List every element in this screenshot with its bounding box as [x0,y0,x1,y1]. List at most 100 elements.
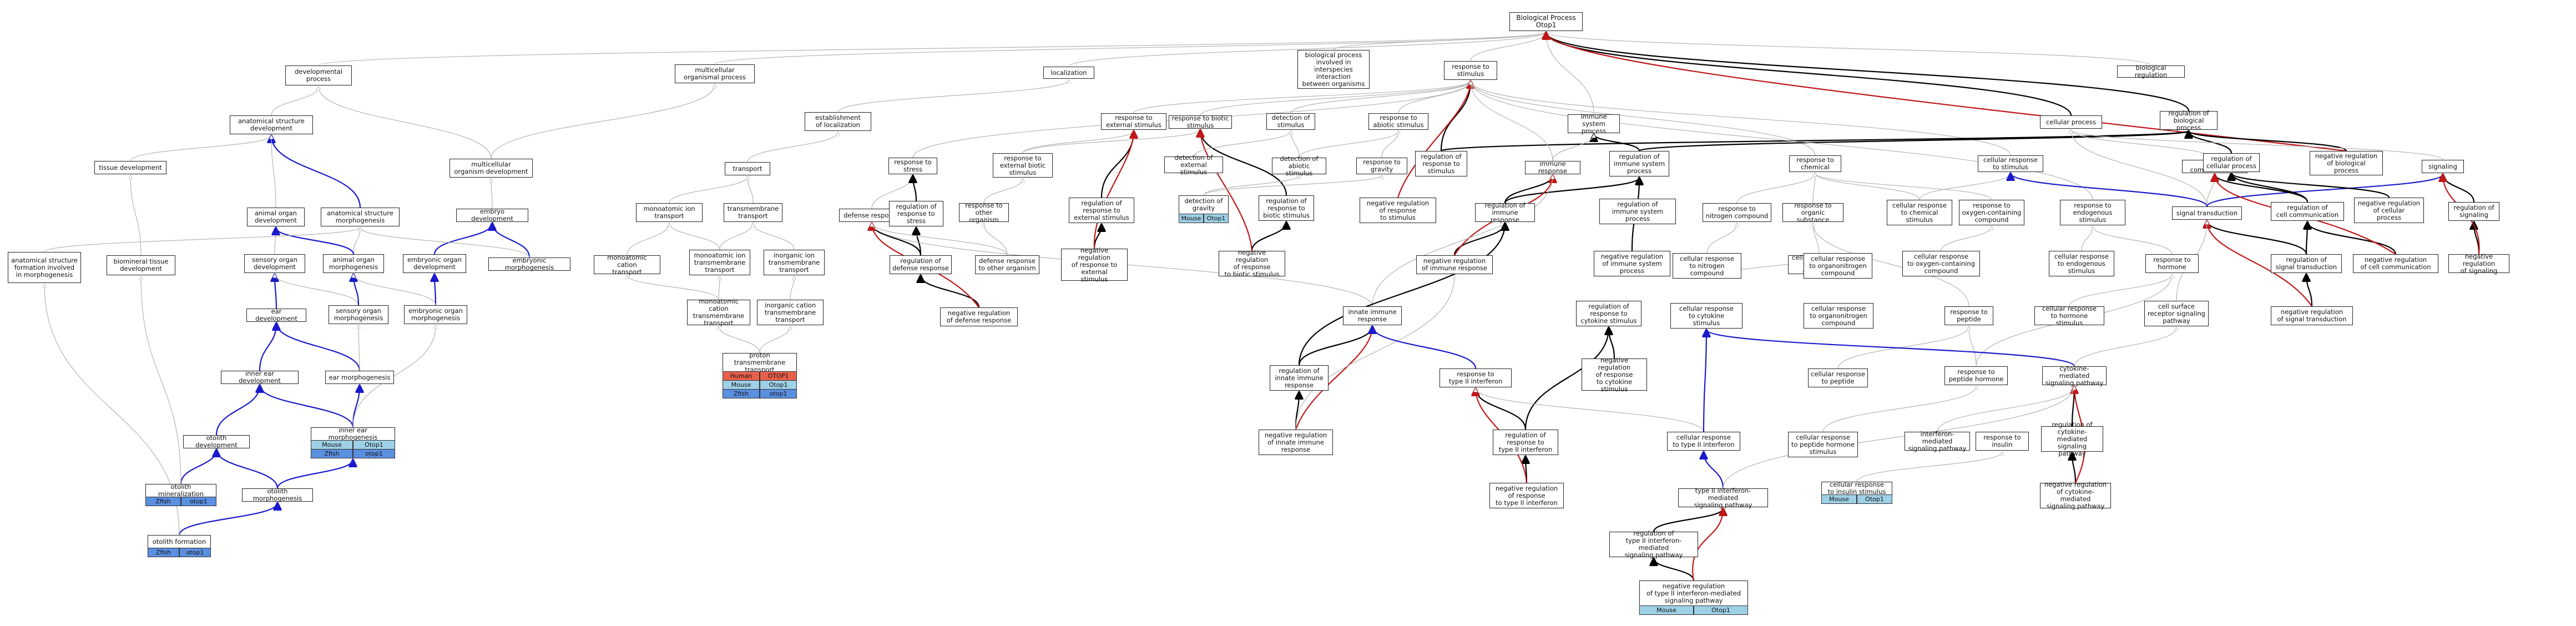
go-term-node-moitt[interactable]: monoatomic ion transmembrane transport [689,250,750,275]
go-term-node-rortbs[interactable]: regulation of response to biotic stimulu… [1259,195,1314,221]
go-term-node-nrot2ifnsp[interactable]: negative regulation of type II interfero… [1639,580,1748,606]
go-term-node-nror2ifn[interactable]: negative regulation of response to type … [1489,483,1564,508]
go-term-node-rtos[interactable]: response to organic substance [1782,201,1843,223]
go-term-node-estloc[interactable]: establishment of localization [805,112,871,131]
go-term-node-earMorph[interactable]: ear morphogenesis [325,371,394,384]
go-term-node-nroiir[interactable]: negative regulation of innate immune res… [1259,430,1333,455]
go-term-node-crtis[interactable]: cellular response to insulin stimulus [1821,481,1892,496]
go-term-node-nrortbs[interactable]: negative regulation of response to bioti… [1219,249,1285,278]
go-term-node-crt2ifn[interactable]: cellular response to type II interferon [1667,432,1740,451]
go-term-node-crtes[interactable]: cellular response to endogenous stimulus [2049,251,2114,276]
go-term-node-signaling[interactable]: signaling [2422,160,2464,173]
go-term-node-astm[interactable]: anatomical structure formation involved … [8,252,81,283]
go-term-node-ptt[interactable]: proton transmembrane transport [723,351,797,373]
go-term-node-dos[interactable]: detection of stimulus [1266,113,1315,130]
go-term-node-nrortes[interactable]: negative regulation of response to exter… [1061,246,1128,282]
go-term-node-crtcs[interactable]: cellular response to chemical stimulus [1887,200,1952,225]
go-term-node-bp[interactable]: Biological Process Otop1 [1509,12,1583,31]
go-term-node-doas[interactable]: detection of abiotic stimulus [1272,155,1326,176]
go-term-node-ror2ifn[interactable]: regulation of response to type II interf… [1493,430,1558,455]
go-term-node-t2ifnsp[interactable]: type II interferon-mediated signaling pa… [1678,487,1768,508]
go-term-node-dev[interactable]: developmental process [285,65,352,85]
go-term-node-mctt[interactable]: monoatomic cation transmembrane transpor… [687,298,750,327]
go-term-node-otomin[interactable]: otolith mineralization [145,483,216,498]
go-term-node-ir[interactable]: immune response [1525,160,1580,175]
go-term-node-rost[interactable]: regulation of signal transduction [2271,254,2342,273]
go-term-node-roisp[interactable]: regulation of immune system process [1609,151,1669,176]
go-term-node-rot2ifnsp[interactable]: regulation of type II interferon-mediate… [1609,530,1698,559]
go-term-node-nrorcs[interactable]: negative regulation of response to cytok… [1582,356,1647,392]
go-term-node-mct[interactable]: monoatomic cation transport [594,254,660,275]
go-term-node-crths[interactable]: cellular response to hormone stimulus [2034,305,2104,326]
go-term-node-rocmsp[interactable]: regulation of cytokine-mediated signalin… [2041,421,2103,457]
go-term-node-loc[interactable]: localization [1043,67,1094,79]
go-term-node-crtonc[interactable]: cellular response to organonitrogen comp… [1804,253,1872,279]
go-term-node-ied[interactable]: inner ear development [221,370,299,385]
go-term-node-crtcytos[interactable]: cellular response to cytokine stimulus [1670,303,1742,329]
go-term-node-rorts[interactable]: regulation of response to stimulus [1415,151,1467,176]
go-term-node-csrsp[interactable]: cell surface receptor signaling pathway [2144,301,2209,326]
go-term-node-rthormone[interactable]: response to hormone [2145,254,2199,273]
go-term-node-btd[interactable]: biomineral tissue development [107,255,175,275]
go-term-node-crtpeptide[interactable]: cellular response to peptide [1808,368,1868,387]
go-term-node-otodev[interactable]: otolith development [183,435,250,449]
go-term-node-earDev[interactable]: ear development [246,308,306,322]
go-term-node-nrocc[interactable]: negative regulation of cell communicatio… [2353,254,2438,273]
go-term-node-ictt[interactable]: inorganic cation transmembrane transport [757,300,824,325]
go-term-node-rts[interactable]: response to stimulus [1444,61,1497,80]
go-term-node-embdev[interactable]: embryo development [456,208,528,223]
go-term-node-crtnc[interactable]: cellular response to nitrogen compound [1673,253,1741,279]
go-term-node-rtendo[interactable]: response to endogenous stimulus [2060,200,2125,225]
go-term-node-imsp[interactable]: interferon-mediated signaling pathway [1905,430,1970,452]
go-term-node-rtnc[interactable]: response to nitrogen compound [1703,203,1771,222]
go-term-node-iitt[interactable]: inorganic ion transmembrane transport [764,250,825,275]
go-term-node-nrost[interactable]: negative regulation of signal transducti… [2271,306,2353,325]
go-term-node-rorcs[interactable]: regulation of response to cytokine stimu… [1576,301,1641,326]
go-term-node-st[interactable]: signal transduction [2172,206,2242,220]
go-term-node-rteb[interactable]: response to external biotic stimulus [993,153,1053,178]
go-term-node-aom[interactable]: animal organ morphogenesis [323,254,384,273]
go-term-node-rorstress[interactable]: regulation of response to stress [889,201,943,226]
go-term-node-rtph[interactable]: response to peptide hormone [1944,366,2008,385]
go-term-node-monotrans[interactable]: monoatomic ion transport [636,203,703,222]
go-term-node-rtas[interactable]: response to abiotic stimulus [1368,113,1428,130]
go-term-node-otomorph[interactable]: otolith morphogenesis [242,488,313,502]
go-term-node-rtoo[interactable]: response to other organism [959,201,1009,223]
go-term-node-rtbs[interactable]: response to biotic stimulus [1169,115,1232,129]
go-term-node-crtonc2[interactable]: cellular response to organonitrogen comp… [1804,303,1873,329]
go-term-node-crtocc[interactable]: cellular response to oxygen-containing c… [1902,251,1980,276]
go-term-node-nroir[interactable]: negative regulation of immune response [1416,255,1493,274]
go-term-node-crts[interactable]: cellular response to stimulus [1978,155,2043,172]
go-term-node-nrocp[interactable]: negative regulation of cellular process [2354,198,2424,223]
go-term-node-tissdev[interactable]: tissue development [94,161,166,174]
go-term-node-nrocmsp[interactable]: negative regulation of cytokine-mediated… [2040,481,2111,510]
go-term-node-mcod[interactable]: multicellular organism development [449,159,533,178]
go-term-node-asm[interactable]: anatomical structure morphogenesis [321,208,400,226]
go-term-node-som[interactable]: sensory organ morphogenesis [329,305,388,324]
go-term-node-nrodr[interactable]: negative regulation of defense response [940,307,1018,326]
go-term-node-rortes[interactable]: regulation of response to external stimu… [1069,198,1134,223]
go-term-node-rorisp[interactable]: regulation of immune system process [1599,199,1676,224]
go-term-node-rtchem[interactable]: response to chemical [1789,155,1841,172]
go-term-node-isp[interactable]: immune system process [1568,113,1620,134]
go-term-node-cmsp[interactable]: cytokine-mediated signaling pathway [2042,365,2107,386]
go-term-node-robp[interactable]: regulation of biological process [2160,109,2218,131]
go-term-node-bioreg[interactable]: biological regulation [2117,64,2185,79]
go-term-node-tmt[interactable]: transmembrane transport [724,203,782,222]
go-term-node-does[interactable]: detection of external stimulus [1164,154,1223,175]
go-term-node-rodr[interactable]: regulation of defense response [890,255,952,274]
go-term-node-rocp[interactable]: regulation of cellular process [2203,153,2260,172]
go-term-node-aod[interactable]: animal organ development [247,208,305,226]
go-term-node-sod[interactable]: sensory organ development [244,254,305,273]
go-term-node-crtphs[interactable]: cellular response to peptide hormone sti… [1788,432,1858,457]
go-term-node-rtg[interactable]: response to gravity [1356,158,1407,174]
go-term-node-rocc[interactable]: regulation of cell communication [2271,202,2344,221]
go-term-node-rtinsulin[interactable]: response to insulin [1976,432,2029,451]
go-term-node-emorph[interactable]: embryonic morphogenesis [488,257,570,271]
go-term-node-dog[interactable]: detection of gravity [1179,195,1229,214]
go-term-node-nros[interactable]: negative regulation of signaling [2448,253,2509,274]
go-term-node-dtoo[interactable]: defense response to other organism [975,255,1039,274]
go-term-node-iem[interactable]: inner ear morphogenesis [311,427,395,441]
go-term-node-mcop[interactable]: multicellular organismal process [675,64,755,83]
go-term-node-rtocc[interactable]: response to oxygen-containing compound [1959,200,2024,225]
